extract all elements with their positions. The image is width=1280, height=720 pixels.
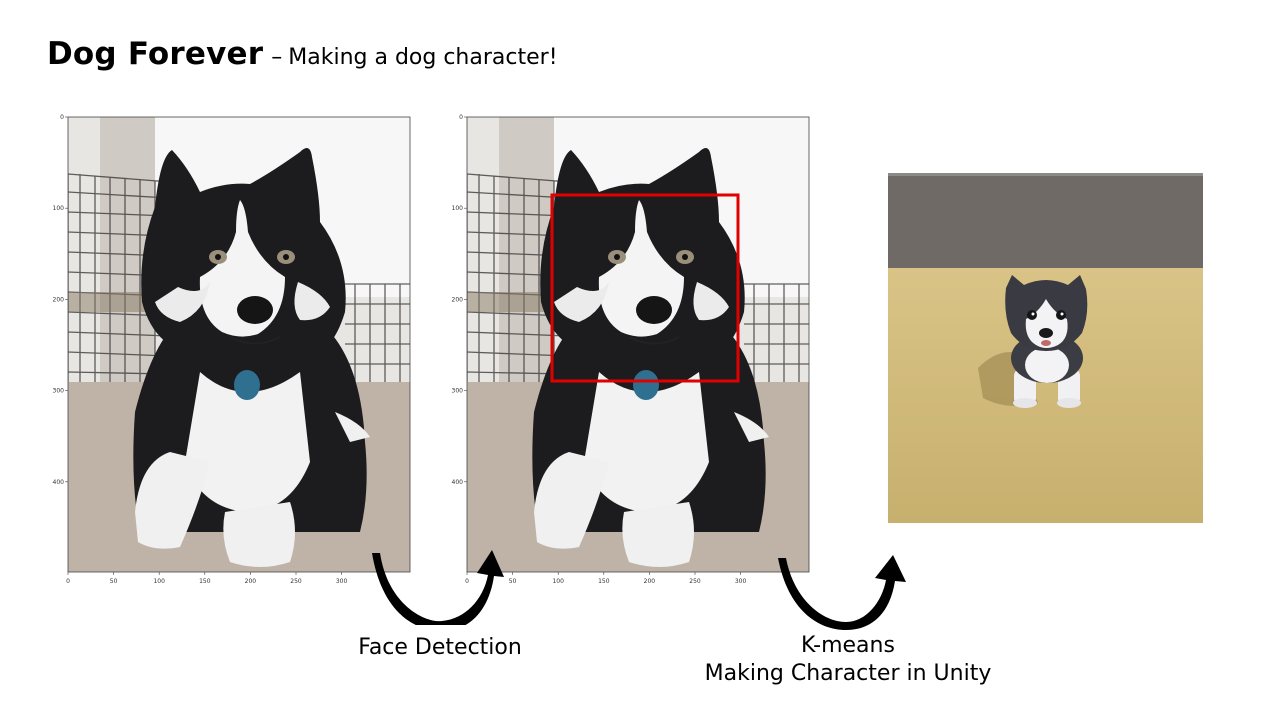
husky-puppy-model <box>1005 275 1088 408</box>
y-tick-label: 0 <box>459 114 463 121</box>
x-tick-label: 150 <box>199 578 211 585</box>
curved-arrow-1 <box>372 550 504 625</box>
original-photo-svg: 0 100 200 300 400 0 50 100 150 200 250 300 <box>53 114 411 585</box>
unity-scene-svg <box>888 173 1203 523</box>
y-tick-label: 200 <box>452 296 464 303</box>
y-axis-ticks: 0 100 200 300 400 <box>53 114 68 486</box>
x-tick-label: 300 <box>735 578 747 585</box>
y-tick-label: 400 <box>452 479 464 486</box>
x-tick-label: 50 <box>509 578 517 585</box>
y-axis-ticks: 0 100 200 300 400 <box>452 114 467 486</box>
face-bounding-box <box>550 193 740 383</box>
x-tick-label: 200 <box>245 578 257 585</box>
x-tick-label: 150 <box>598 578 610 585</box>
title-main: Dog Forever <box>47 36 264 72</box>
detection-photo-svg: 0 100 200 300 400 0 50 100 150 200 250 300 <box>452 114 810 585</box>
kmeans-label: K-means <box>801 633 895 658</box>
x-tick-label: 100 <box>153 578 165 585</box>
y-tick-label: 100 <box>452 205 464 212</box>
x-tick-label: 250 <box>689 578 701 585</box>
x-tick-label: 300 <box>336 578 348 585</box>
y-tick-label: 300 <box>452 388 464 395</box>
dog-photo-detected <box>467 117 809 572</box>
x-tick-label: 0 <box>66 578 70 585</box>
y-tick-label: 100 <box>53 205 65 212</box>
curved-arrow-2 <box>778 555 906 630</box>
y-tick-label: 400 <box>53 479 65 486</box>
scene-wall <box>888 173 1203 268</box>
y-tick-label: 200 <box>53 296 65 303</box>
y-tick-label: 300 <box>53 388 65 395</box>
face-detection-label: Face Detection <box>358 635 522 660</box>
title-subtitle: Making a dog character! <box>288 45 558 70</box>
slide-title: Dog Forever–Making a dog character! <box>47 36 558 72</box>
unity-character-render <box>888 173 1203 523</box>
x-tick-label: 250 <box>290 578 302 585</box>
face-detection-plot: 0 100 200 300 400 0 50 100 150 200 250 300 <box>452 112 819 585</box>
x-axis-ticks: 0 50 100 150 200 250 300 <box>465 572 747 585</box>
title-dash: – <box>271 45 283 70</box>
x-tick-label: 0 <box>465 578 469 585</box>
x-tick-label: 100 <box>552 578 564 585</box>
unity-label: Making Character in Unity <box>704 661 992 686</box>
x-tick-label: 50 <box>110 578 118 585</box>
x-tick-label: 200 <box>644 578 656 585</box>
x-axis-ticks: 0 50 100 150 200 250 300 <box>66 572 348 585</box>
dog-photo <box>68 117 410 572</box>
original-photo-plot: 0 100 200 300 400 0 50 100 150 200 250 300 <box>53 112 420 585</box>
y-tick-label: 0 <box>60 114 64 121</box>
